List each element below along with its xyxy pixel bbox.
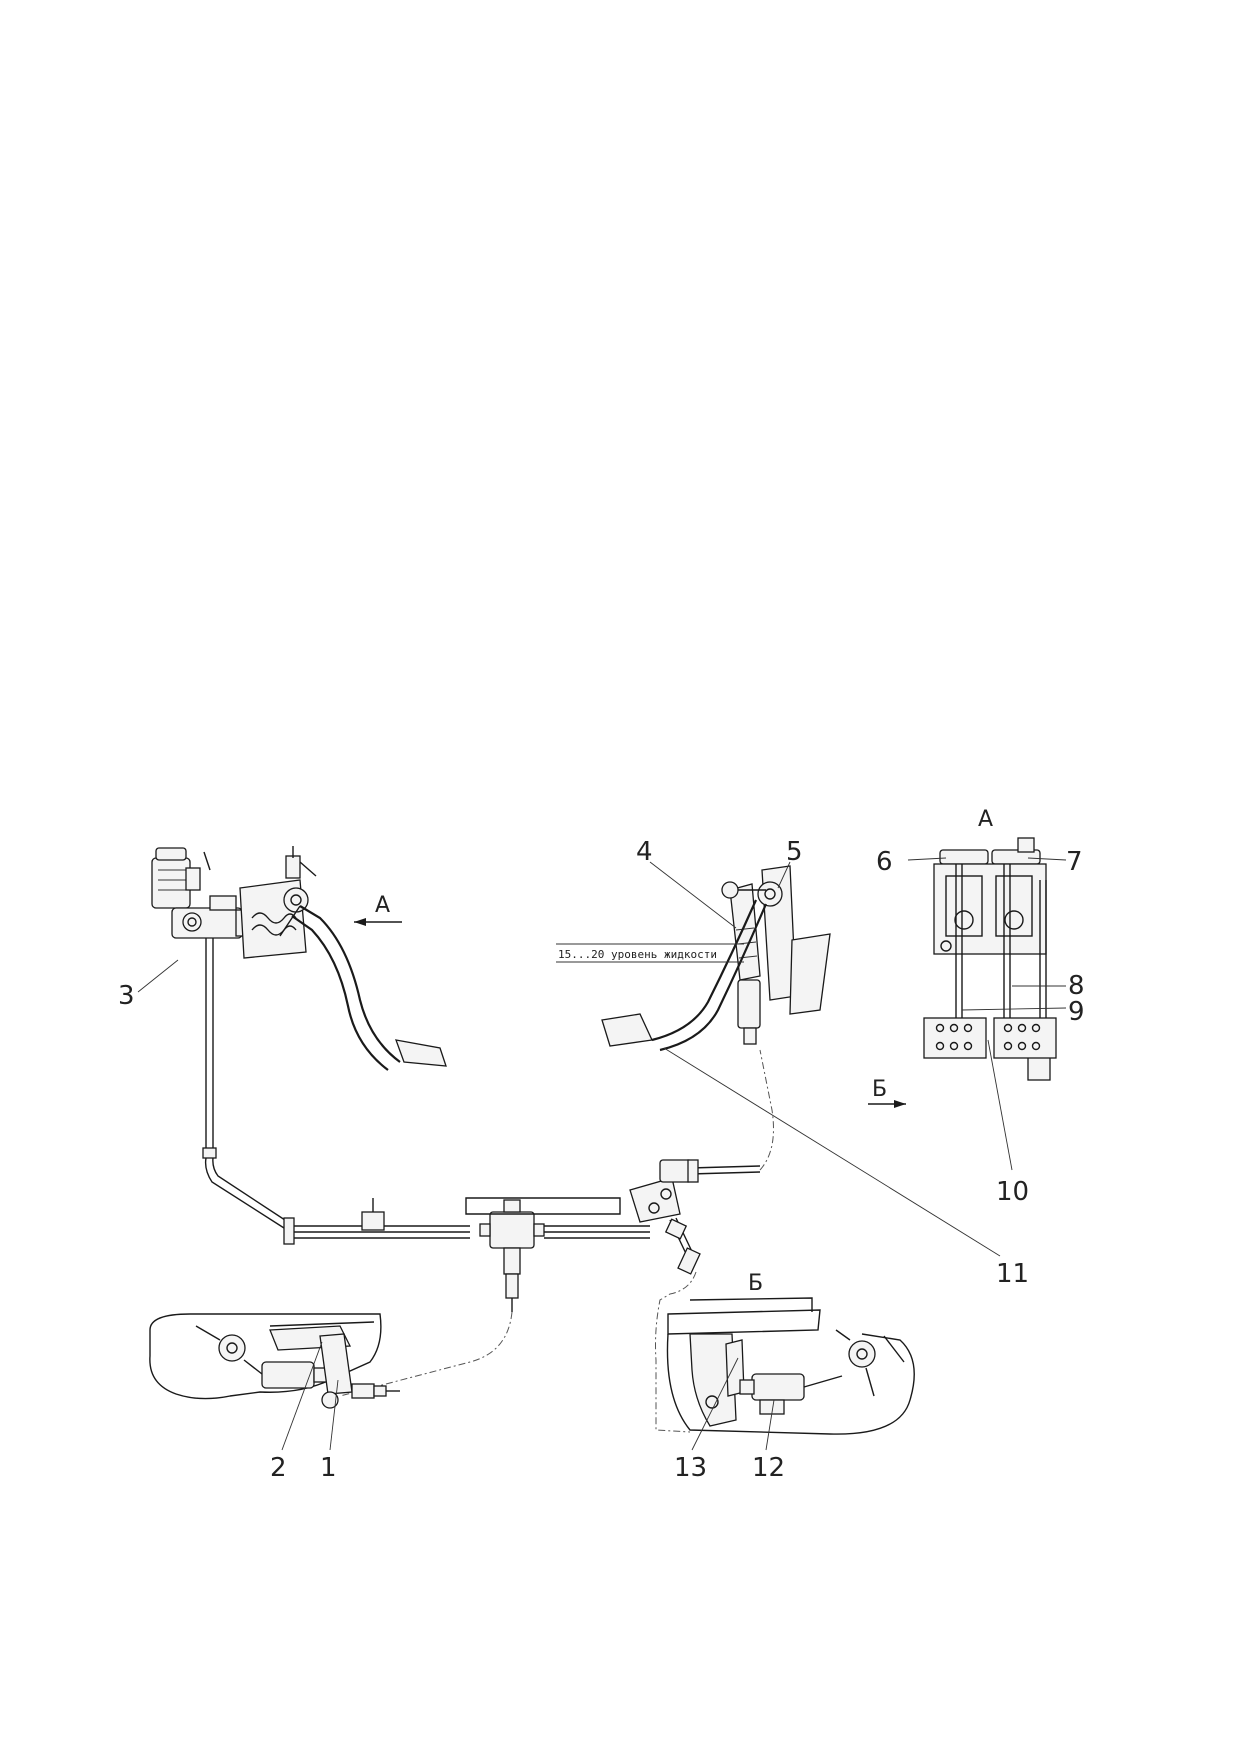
left-pedal-bracket [239,846,317,959]
left-vertical-pipe [202,938,289,1229]
left-slave-cylinder-detail [149,1313,400,1409]
callout-2: 2 [270,1453,287,1483]
callout-8: 8 [1068,971,1085,1001]
callout-1: 1 [320,1453,337,1483]
callouts: 3 4 5 6 7 8 9 10 11 2 1 13 12 [118,837,1085,1483]
pipeline [283,1159,761,1312]
view-a: А [923,807,1057,1081]
hose-right-bottom [655,1271,697,1433]
view-b: Б [666,1271,915,1435]
callout-12: 12 [752,1453,785,1483]
left-pedal-arm [279,905,447,1071]
callout-11: 11 [996,1259,1029,1289]
callout-10: 10 [996,1177,1029,1207]
distributor-block [479,1199,545,1312]
callout-6: 6 [876,847,893,877]
callout-5: 5 [786,837,803,867]
callout-7: 7 [1066,847,1083,877]
fluid-level-note: 15...20 уровень жидкости [556,943,744,963]
view-b-arrow: Б [868,1077,906,1108]
view-a-arrow-label: А [375,893,390,918]
view-b-label: Б [748,1271,763,1296]
callout-3: 3 [118,981,135,1011]
left-fluid-reservoir [151,847,211,909]
callout-4: 4 [636,837,653,867]
view-b-arrow-label: Б [872,1077,887,1102]
right-pedal-arm [601,899,768,1052]
view-a-arrow: А [354,893,402,926]
fluid-level-text: 15...20 уровень жидкости [558,948,717,961]
pad-bolts [935,1023,1041,1051]
left-pedal-assembly [151,846,447,1229]
right-valve-junction [629,1159,761,1275]
hose-right-top [759,1049,774,1171]
callout-13: 13 [674,1453,707,1483]
hose-left [339,1311,513,1397]
callout-9: 9 [1068,997,1085,1027]
right-pedal-assembly: 15...20 уровень жидкости [556,865,831,1052]
view-a-label: А [978,807,993,832]
